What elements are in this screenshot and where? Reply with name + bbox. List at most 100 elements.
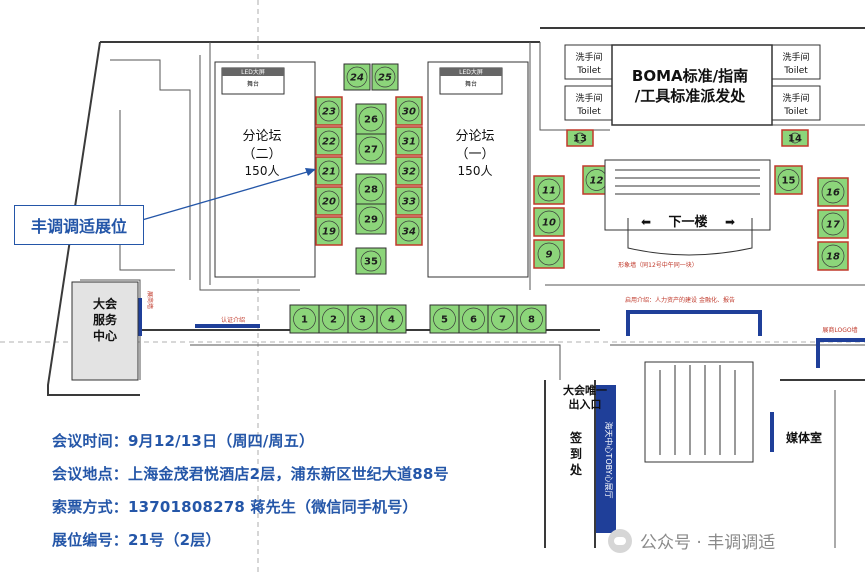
booth-18-box — [817, 241, 849, 271]
booth-9: 9 — [533, 239, 565, 269]
highlight-booth-callout: 丰调调适展位 — [14, 205, 144, 245]
svg-text:（一）: （一） — [455, 147, 494, 162]
forum-room-1 — [427, 61, 529, 278]
booth-18: 18 — [817, 241, 849, 271]
booth-26: 26 — [355, 103, 387, 135]
led-stage-right: LED大屏 舞台 — [439, 67, 503, 95]
booth-30-ring — [398, 100, 420, 122]
svg-text:签: 签 — [569, 430, 583, 445]
booth-32-box — [395, 156, 423, 186]
boma-desk-label: BOMA标准/指南 /工具标准派发处 — [615, 66, 765, 106]
watermark: 公众号 · 丰调调适 — [608, 528, 775, 553]
booth-35-ring — [360, 250, 382, 272]
booth-13-box — [566, 129, 594, 147]
booth-16-ring — [821, 180, 845, 204]
booth-3-number: 3 — [359, 315, 366, 326]
booth-25: 25 — [371, 63, 399, 91]
booth-15-number: 15 — [782, 176, 796, 187]
booth-32: 32 — [395, 156, 423, 186]
intro-label: 启用介绍：人力资产的建设 金融化、报告 — [625, 296, 735, 304]
booth-17: 17 — [817, 209, 849, 239]
svg-text:LED大屏: LED大屏 — [459, 68, 483, 76]
svg-text:洗手间: 洗手间 — [782, 51, 809, 63]
booth-24-ring — [346, 66, 368, 88]
main-entrance: 大会唯一 出入口 — [563, 383, 607, 411]
booth-7-number: 7 — [499, 315, 506, 326]
forum-room-2 — [214, 61, 316, 278]
booth-13-number: 13 — [573, 134, 587, 145]
booth-33-box — [395, 186, 423, 216]
boma-line-2: /工具标准派发处 — [634, 87, 746, 105]
booth-26-box — [355, 103, 387, 135]
booth-15-ring — [777, 169, 800, 191]
booth-18-number: 18 — [826, 252, 840, 263]
booth-33-ring — [398, 190, 420, 212]
booth-4-box — [376, 304, 407, 334]
booth-15: 15 — [774, 165, 803, 195]
booth-11-box — [533, 175, 565, 205]
svg-text:服务: 服务 — [93, 312, 118, 327]
booth-22-ring — [318, 130, 340, 152]
booth-24-number: 24 — [350, 73, 364, 84]
booth-15-box — [774, 165, 803, 195]
booth-2-box — [318, 304, 349, 334]
booth-9-number: 9 — [546, 250, 553, 261]
svg-text:大会: 大会 — [93, 296, 118, 311]
svg-text:下一楼: 下一楼 — [668, 214, 707, 230]
booth-1: 1 — [289, 304, 320, 334]
booth-9-ring — [537, 242, 561, 266]
booth-12-number: 12 — [590, 176, 604, 187]
booth-23-ring — [318, 100, 340, 122]
media-room-label: 媒体室 — [786, 430, 822, 445]
info-booth: 展位编号：21号（2层） — [52, 531, 221, 549]
exhibitor-wall-label: 展商墙 — [146, 291, 154, 309]
booth-7-box — [487, 304, 518, 334]
booth-34-ring — [398, 220, 420, 242]
booth-27-ring — [358, 136, 384, 162]
booth-14-number: 14 — [788, 134, 802, 145]
booth-20-box — [315, 186, 343, 216]
watermark-text: 公众号 · 丰调调适 — [640, 533, 776, 553]
logo-wall-label: 展商LOGO墙 — [822, 326, 857, 334]
booth-33: 33 — [395, 186, 423, 216]
booth-28-ring — [358, 176, 384, 202]
svg-text:舞台: 舞台 — [465, 80, 477, 88]
booth-32-ring — [398, 160, 420, 182]
svg-text:洗手间: 洗手间 — [575, 92, 602, 104]
svg-text:150人: 150人 — [458, 164, 493, 178]
booth-35-number: 35 — [364, 257, 378, 268]
booth-30: 30 — [395, 96, 423, 126]
boma-line-1: BOMA标准/指南 — [631, 67, 749, 85]
booth-8-ring — [520, 307, 543, 331]
forum-2-label: 分论坛 （二） 150人 — [242, 129, 281, 178]
booth-5: 5 — [429, 304, 460, 334]
booth-34-box — [395, 216, 423, 246]
booth-5-ring — [433, 307, 456, 331]
booth-17-number: 17 — [826, 220, 840, 231]
booth-31: 31 — [395, 126, 423, 156]
svg-text:到: 到 — [570, 446, 582, 461]
booth-34-number: 34 — [402, 227, 416, 238]
booth-17-box — [817, 209, 849, 239]
svg-text:Toilet: Toilet — [576, 66, 601, 76]
blue-exhibit-text: 海天中心TOBY心展厅 — [604, 421, 614, 498]
booth-14-box — [781, 129, 809, 147]
booth-13: 13 — [566, 129, 594, 147]
booth-29-box — [355, 203, 387, 235]
booth-32-number: 32 — [402, 167, 416, 178]
booth-17-ring — [821, 212, 845, 236]
svg-text:LED大屏: LED大屏 — [241, 68, 265, 76]
navy-bar-intro — [626, 310, 762, 336]
booth-26-ring — [358, 106, 384, 132]
booth-19-number: 19 — [322, 227, 336, 238]
grand-stair: 下一楼 ⬅ ➡ — [604, 159, 771, 256]
booth-6: 6 — [458, 304, 489, 334]
booth-21-number: 21 — [322, 167, 336, 178]
booth-7-ring — [491, 307, 514, 331]
booth-24-box — [343, 63, 371, 91]
booth-29-ring — [358, 206, 384, 232]
booth-13-ring — [574, 132, 586, 144]
booth-29: 29 — [355, 203, 387, 235]
booth-3-ring — [351, 307, 374, 331]
